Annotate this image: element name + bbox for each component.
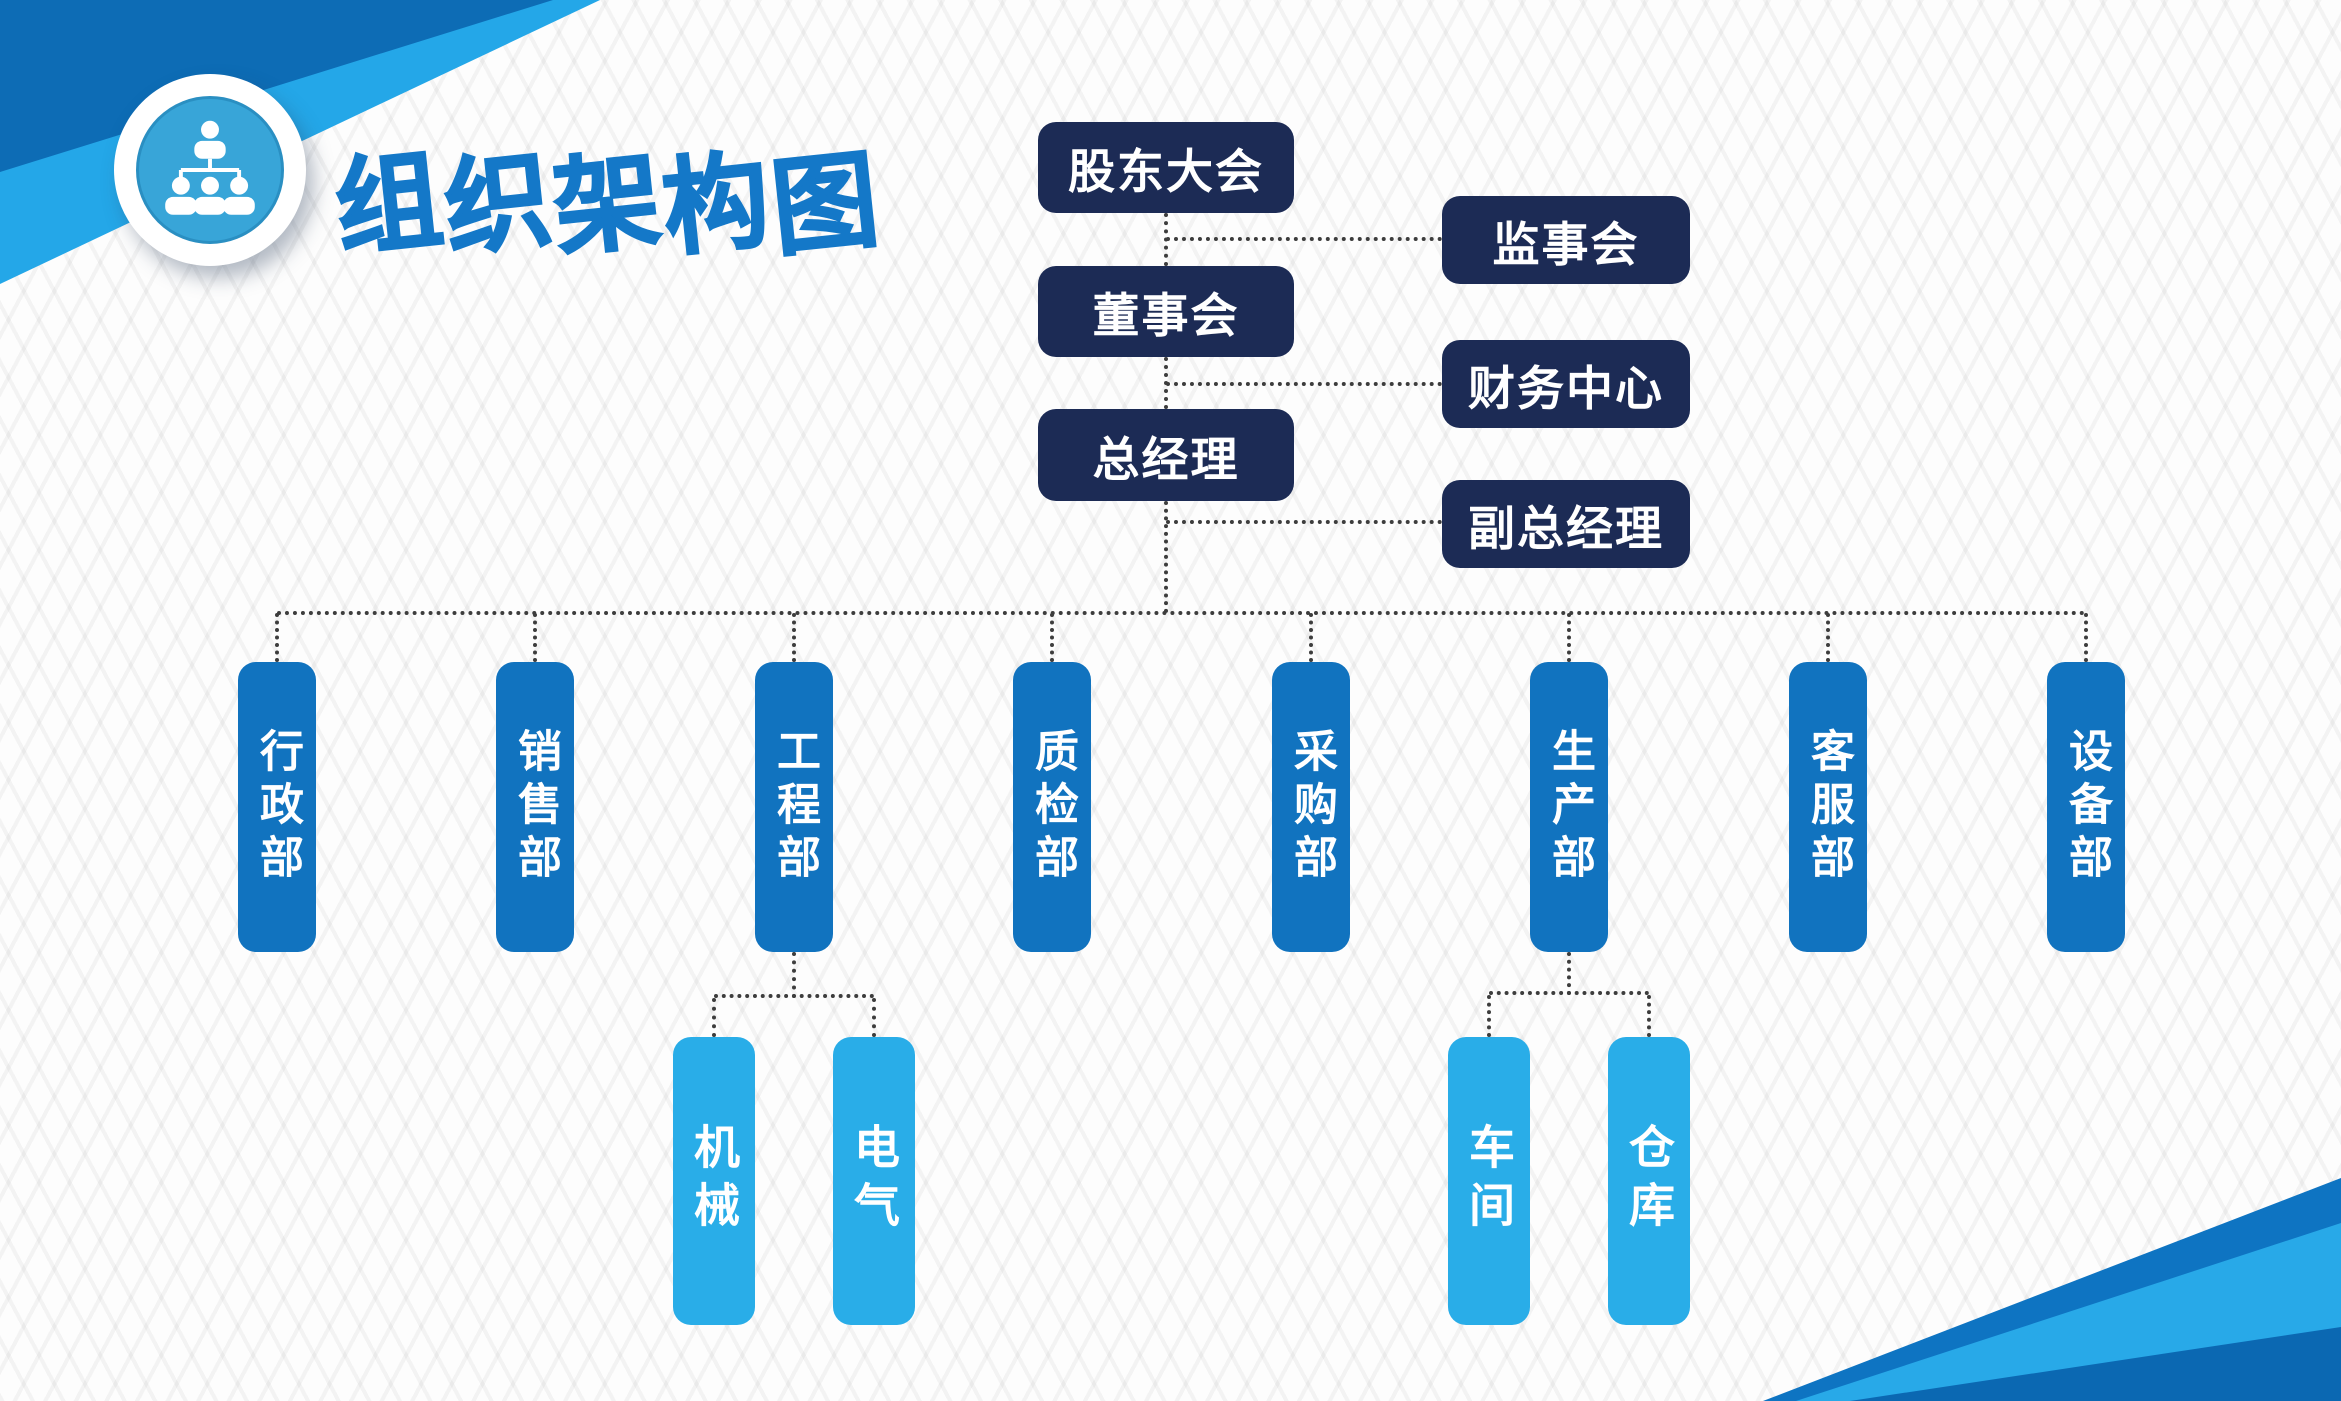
- connector-stub-mechanical: [712, 998, 716, 1037]
- connector-stub-qc: [1050, 613, 1054, 662]
- node-subunit-workshop: 车间: [1448, 1037, 1530, 1325]
- node-department-engineering: 工程部: [755, 662, 833, 952]
- connector-stub-procurement: [1309, 613, 1313, 662]
- connector-stub-production: [1567, 613, 1571, 662]
- connector-stub-electrical: [872, 998, 876, 1037]
- node-subunit-electrical: 电气: [833, 1037, 915, 1325]
- node-department-procurement: 采购部: [1272, 662, 1350, 952]
- connector-engineering-down: [792, 952, 796, 998]
- node-department-production: 生产部: [1530, 662, 1608, 952]
- node-subunit-warehouse: 仓库: [1608, 1037, 1690, 1325]
- node-subunit-mechanical: 机械: [673, 1037, 755, 1325]
- node-shareholders-meeting: 股东大会: [1038, 122, 1294, 213]
- node-finance-center: 财务中心: [1442, 340, 1690, 428]
- node-board-of-directors: 董事会: [1038, 266, 1294, 357]
- org-chart-icon: [136, 96, 284, 244]
- connector-department-rail: [277, 611, 2086, 615]
- connector-branch-finance: [1166, 382, 1442, 386]
- connector-branch-supervisory: [1166, 237, 1442, 241]
- connector-stub-warehouse: [1647, 995, 1651, 1037]
- connector-branch-deputy-gm: [1166, 520, 1442, 524]
- connector-engineering-tee: [714, 994, 874, 998]
- node-department-admin: 行政部: [238, 662, 316, 952]
- node-supervisory-board: 监事会: [1442, 196, 1690, 284]
- connector-stub-engineering: [792, 613, 796, 662]
- node-deputy-general-manager: 副总经理: [1442, 480, 1690, 568]
- connector-stub-workshop: [1487, 995, 1491, 1037]
- connector-stub-admin: [275, 613, 279, 662]
- page-title: 组织架构图: [329, 137, 888, 273]
- connector-production-down: [1567, 952, 1571, 995]
- node-general-manager: 总经理: [1038, 409, 1294, 501]
- connector-production-tee: [1489, 991, 1649, 995]
- node-department-equipment: 设备部: [2047, 662, 2125, 952]
- node-department-sales: 销售部: [496, 662, 574, 952]
- title-badge: [114, 74, 306, 266]
- connector-stub-equipment: [2084, 613, 2088, 662]
- connector-gm-rail: [1164, 501, 1168, 613]
- connector-stub-service: [1826, 613, 1830, 662]
- node-department-qc: 质检部: [1013, 662, 1091, 952]
- connector-stub-sales: [533, 613, 537, 662]
- node-department-service: 客服部: [1789, 662, 1867, 952]
